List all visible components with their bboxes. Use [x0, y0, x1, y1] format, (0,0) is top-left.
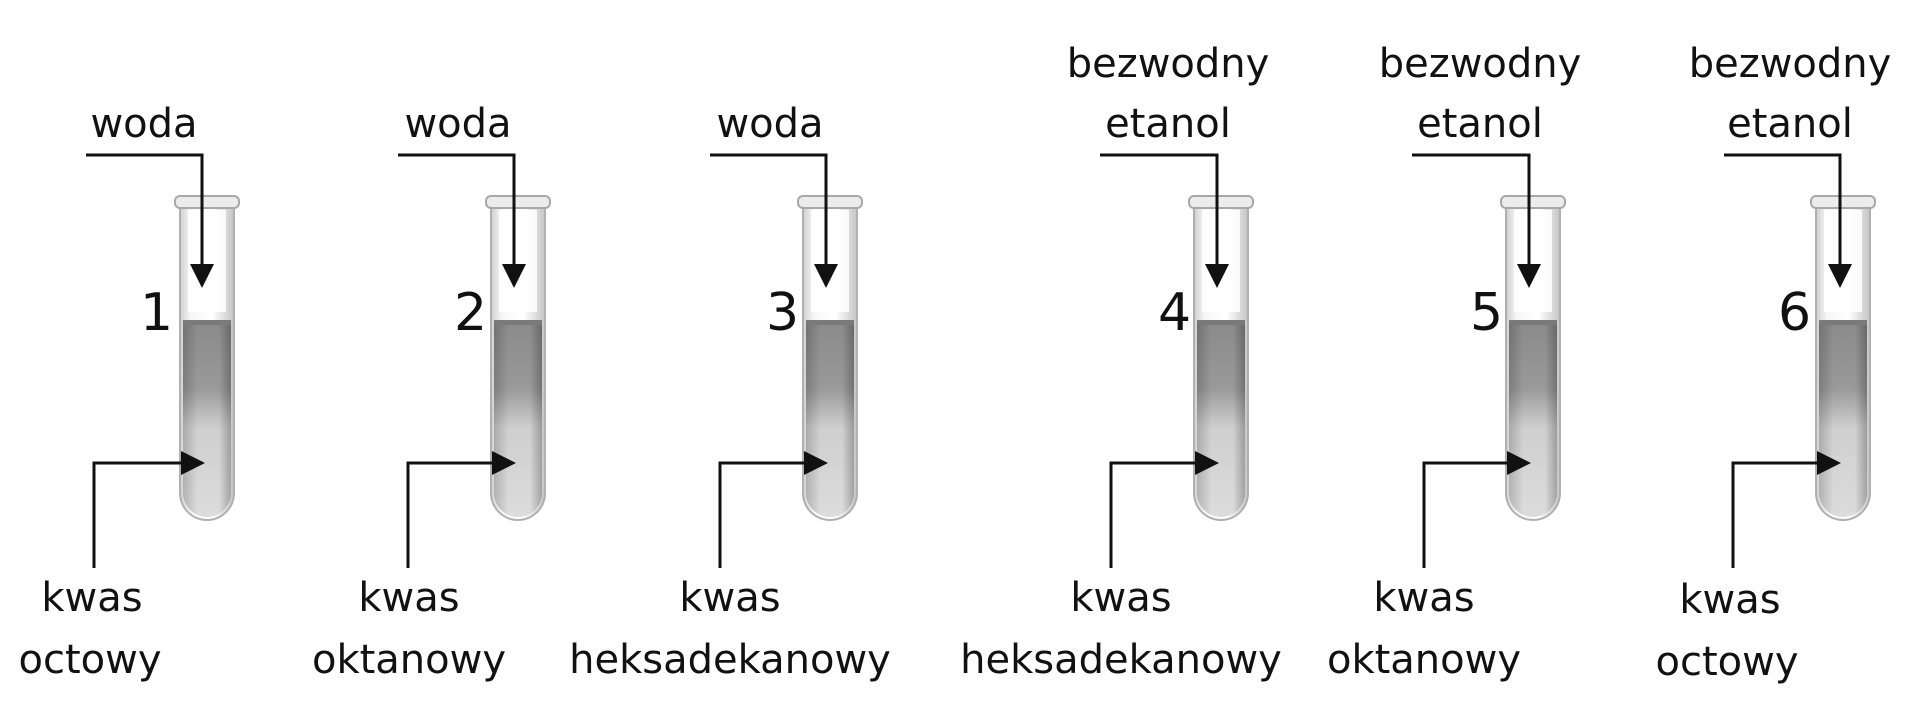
acid-label-6-line2: octowy [1655, 639, 1799, 685]
acid-label-2-line2: oktanowy [311, 637, 507, 683]
solvent-label-5-line1: bezwodny [1378, 41, 1582, 87]
tube-highlight-6 [1824, 210, 1862, 312]
solvent-arrow-5 [1412, 153, 1541, 288]
tube-number-6: 6 [1778, 283, 1812, 343]
test-tube-5 [1500, 195, 1566, 521]
test-tube-1 [174, 195, 240, 521]
liquid-meniscus-4 [1197, 320, 1245, 325]
tube-number-5: 5 [1470, 283, 1504, 343]
liquid-meniscus-3 [806, 320, 854, 325]
solvent-arrow-1 [86, 153, 214, 288]
tube-number-2: 2 [454, 283, 488, 343]
liquid-meniscus-5 [1509, 320, 1557, 325]
tube-liquid-shade-3 [806, 320, 854, 517]
acid-arrow-2 [406, 451, 516, 568]
tube-highlight-2 [499, 210, 537, 312]
acid-arrow-5 [1422, 451, 1531, 568]
liquid-meniscus-1 [183, 320, 231, 325]
acid-label-2-line1: kwas [358, 575, 460, 621]
acid-label-6-line1: kwas [1679, 577, 1781, 623]
tube-liquid-shade-2 [494, 320, 542, 517]
solvent-label-3: woda [716, 101, 824, 147]
tube-rim-2 [485, 195, 551, 209]
test-tube-3 [797, 195, 863, 521]
solvent-arrow-6 [1724, 153, 1852, 288]
tube-rim-6 [1810, 195, 1876, 209]
solvent-label-6-line2: etanol [1727, 101, 1853, 147]
acid-label-4-line2: heksadekanowy [960, 637, 1282, 683]
solvent-label-5-line2: etanol [1417, 101, 1543, 147]
acid-label-3-line2: heksadekanowy [569, 637, 891, 683]
solvent-label-4-line2: etanol [1105, 101, 1231, 147]
solvent-arrow-4 [1100, 153, 1229, 288]
acid-label-4-line1: kwas [1070, 575, 1172, 621]
tube-rim-3 [797, 195, 863, 209]
acid-arrow-3 [718, 451, 828, 568]
tube-highlight-1 [188, 210, 226, 312]
tube-highlight-3 [811, 210, 849, 312]
solvent-label-6-line1: bezwodny [1688, 41, 1892, 87]
tube-liquid-shade-1 [183, 320, 231, 517]
test-tube-2 [485, 195, 551, 521]
tube-rim-5 [1500, 195, 1566, 209]
tube-rim-1 [174, 195, 240, 209]
tube-number-3: 3 [766, 283, 800, 343]
solvent-label-4-line1: bezwodny [1066, 41, 1270, 87]
acid-label-1-line2: octowy [18, 637, 162, 683]
tube-number-1: 1 [140, 283, 174, 343]
tube-rim-4 [1188, 195, 1254, 209]
liquid-meniscus-6 [1819, 320, 1867, 325]
solvent-arrow-2 [398, 153, 526, 288]
acid-label-5-line2: oktanowy [1326, 637, 1522, 683]
solvent-arrow-3 [710, 153, 838, 288]
tube-highlight-5 [1514, 210, 1552, 312]
liquid-meniscus-2 [494, 320, 542, 325]
tube-number-4: 4 [1158, 283, 1192, 343]
acid-arrow-4 [1109, 451, 1219, 568]
acid-arrow-1 [92, 451, 205, 568]
acid-label-5-line1: kwas [1373, 575, 1475, 621]
tube-liquid-shade-6 [1819, 320, 1867, 517]
solvent-label-1: woda [90, 101, 198, 147]
tube-highlight-4 [1202, 210, 1240, 312]
test-tube-6 [1810, 195, 1876, 521]
test-tube-4 [1188, 195, 1254, 521]
solvent-label-2: woda [404, 101, 512, 147]
acid-label-1-line1: kwas [41, 575, 143, 621]
tube-liquid-shade-5 [1509, 320, 1557, 517]
acid-label-3-line1: kwas [679, 575, 781, 621]
acid-arrow-6 [1731, 451, 1841, 568]
tube-liquid-shade-4 [1197, 320, 1245, 517]
